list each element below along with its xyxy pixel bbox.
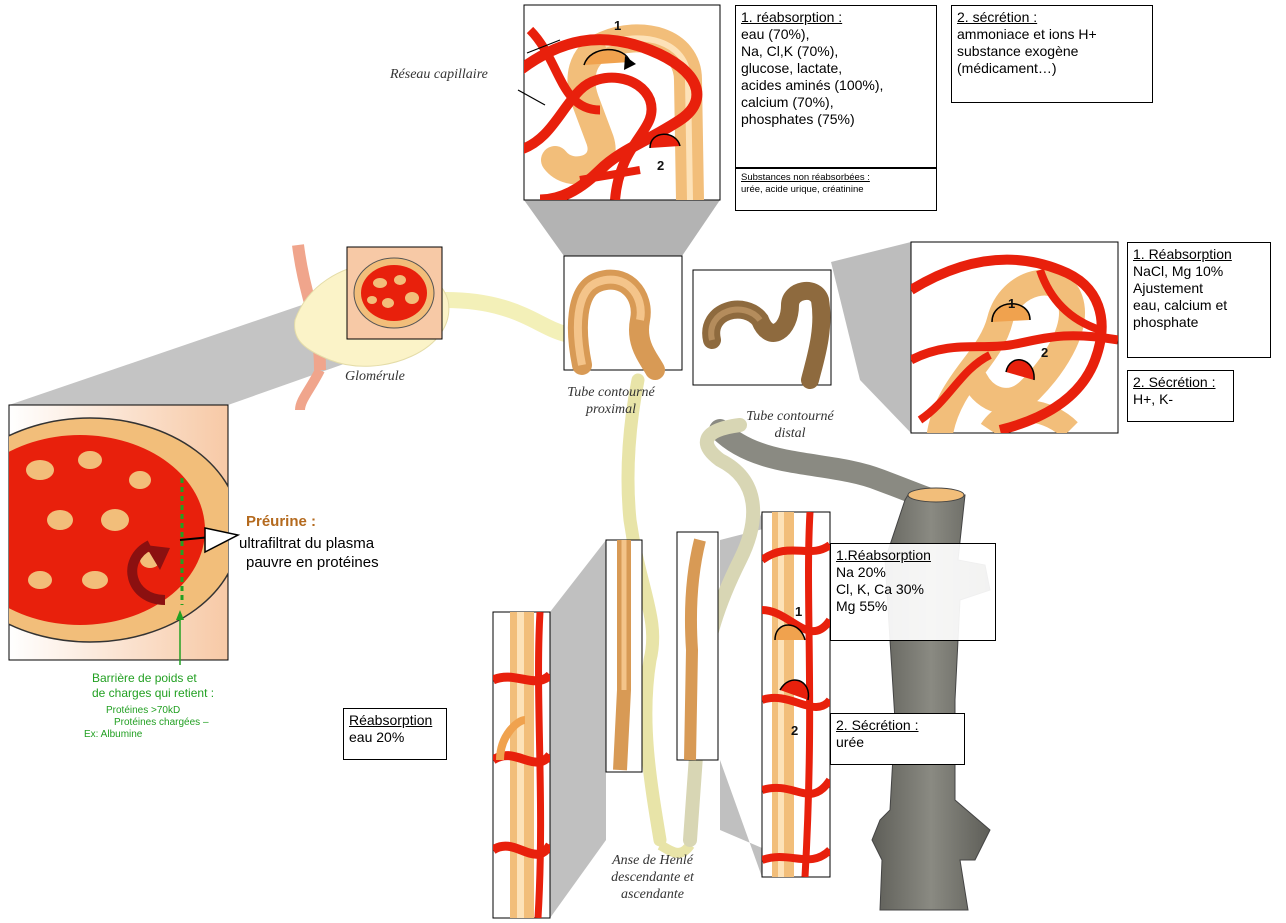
label-tube-distal-line1: Tube contourné bbox=[720, 408, 860, 425]
marker-proximal-2: 2 bbox=[657, 158, 664, 173]
henle-zoom-image bbox=[493, 612, 550, 918]
henle-reabsorption-box: Réabsorption eau 20% bbox=[343, 708, 447, 760]
barrier-detail-line3: Ex: Albumine bbox=[84, 729, 209, 741]
proximal-tube-image bbox=[564, 256, 682, 370]
collecting-duct bbox=[720, 430, 990, 910]
collecting-reabsorption-line: Na 20% bbox=[836, 564, 990, 581]
collecting-secretion-box: 2. Sécrétion : urée bbox=[830, 713, 965, 765]
collecting-reabsorption-line: Cl, K, Ca 30% bbox=[836, 581, 990, 598]
proximal-reabsorption-title: 1. réabsorption : bbox=[741, 9, 931, 26]
proximal-reabsorption-line: glucose, lactate, bbox=[741, 60, 931, 77]
distal-reabsorption-title: 1. Réabsorption bbox=[1133, 246, 1265, 263]
barrier-detail-line2: Protéines chargées – bbox=[84, 717, 209, 729]
glomerulus-zoom-image bbox=[0, 405, 240, 665]
label-anse-henle: Anse de Henlé descendante et ascendante bbox=[580, 852, 725, 903]
label-tube-proximal-line2: proximal bbox=[546, 401, 676, 418]
henle-reabsorption-title: Réabsorption bbox=[349, 712, 441, 729]
preurine-title: Préurine : bbox=[246, 513, 316, 530]
non-reabsorbed-box: Substances non réabsorbées : urée, acide… bbox=[735, 168, 937, 211]
proximal-reabsorption-box: 1. réabsorption : eau (70%), Na, Cl,K (7… bbox=[735, 5, 937, 168]
distal-secretion-text: H+, K- bbox=[1133, 391, 1228, 408]
collecting-zoom-image bbox=[762, 512, 830, 877]
glomerulus-small bbox=[295, 245, 449, 410]
label-tube-proximal: Tube contourné proximal bbox=[546, 384, 676, 418]
barrier-detail: Protéines >70kD Protéines chargées – Ex:… bbox=[84, 705, 209, 741]
distal-reabsorption-line: NaCl, Mg 10% bbox=[1133, 263, 1265, 280]
distal-reabsorption-line: phosphate bbox=[1133, 314, 1265, 331]
collecting-secretion-title: 2. Sécrétion : bbox=[836, 717, 959, 734]
marker-collecting-2: 2 bbox=[791, 723, 798, 738]
proximal-reabsorption-line: acides aminés (100%), bbox=[741, 77, 931, 94]
proximal-reabsorption-line: eau (70%), bbox=[741, 26, 931, 43]
preurine-line1: ultrafiltrat du plasma bbox=[239, 534, 379, 553]
label-tube-distal-line2: distal bbox=[720, 425, 860, 442]
proximal-secretion-line: ammoniace et ions H+ bbox=[957, 26, 1147, 43]
distal-secretion-box: 2. Sécrétion : H+, K- bbox=[1127, 370, 1234, 422]
distal-reabsorption-box: 1. Réabsorption NaCl, Mg 10% Ajustement … bbox=[1127, 242, 1271, 358]
proximal-secretion-line: (médicament…) bbox=[957, 60, 1147, 77]
barrier-line2: de charges qui retient : bbox=[92, 686, 214, 701]
collecting-reabsorption-box: 1.Réabsorption Na 20% Cl, K, Ca 30% Mg 5… bbox=[830, 543, 996, 641]
distal-secretion-title: 2. Sécrétion : bbox=[1133, 374, 1228, 391]
collecting-secretion-text: urée bbox=[836, 734, 959, 751]
distal-reabsorption-line: eau, calcium et bbox=[1133, 297, 1265, 314]
marker-distal-2: 2 bbox=[1041, 345, 1048, 360]
marker-collecting-1: 1 bbox=[795, 604, 802, 619]
label-reseau-capillaire: Réseau capillaire bbox=[390, 66, 488, 83]
proximal-zoom-image bbox=[518, 5, 720, 200]
non-reabsorbed-title: Substances non réabsorbées : bbox=[741, 172, 931, 184]
proximal-secretion-title: 2. sécrétion : bbox=[957, 9, 1147, 26]
label-glomerule: Glomérule bbox=[345, 368, 405, 385]
proximal-secretion-box: 2. sécrétion : ammoniace et ions H+ subs… bbox=[951, 5, 1153, 103]
label-anse-henle-line3: ascendante bbox=[580, 886, 725, 903]
barrier-line1: Barrière de poids et bbox=[92, 671, 214, 686]
distal-tube-image bbox=[693, 270, 831, 385]
proximal-secretion-line: substance exogène bbox=[957, 43, 1147, 60]
proximal-reabsorption-line: Na, Cl,K (70%), bbox=[741, 43, 931, 60]
label-tube-proximal-line1: Tube contourné bbox=[546, 384, 676, 401]
marker-proximal-1: 1 bbox=[614, 18, 621, 33]
distal-zoom-image bbox=[911, 242, 1118, 433]
label-anse-henle-line1: Anse de Henlé bbox=[580, 852, 725, 869]
label-tube-distal: Tube contourné distal bbox=[720, 408, 860, 442]
proximal-reabsorption-line: phosphates (75%) bbox=[741, 111, 931, 128]
barrier-label: Barrière de poids et de charges qui reti… bbox=[92, 671, 214, 701]
proximal-reabsorption-line: calcium (70%), bbox=[741, 94, 931, 111]
preurine-line2: pauvre en protéines bbox=[239, 553, 379, 572]
barrier-detail-line1: Protéines >70kD bbox=[84, 705, 209, 717]
label-anse-henle-line2: descendante et bbox=[580, 869, 725, 886]
non-reabsorbed-text: urée, acide urique, créatinine bbox=[741, 184, 931, 196]
marker-distal-1: 1 bbox=[1008, 296, 1015, 311]
preurine-text: ultrafiltrat du plasma pauvre en protéin… bbox=[239, 534, 379, 572]
collecting-reabsorption-title: 1.Réabsorption bbox=[836, 547, 990, 564]
henle-loop-windows bbox=[606, 532, 718, 772]
distal-reabsorption-line: Ajustement bbox=[1133, 280, 1265, 297]
henle-reabsorption-text: eau 20% bbox=[349, 729, 441, 746]
collecting-reabsorption-line: Mg 55% bbox=[836, 598, 990, 615]
